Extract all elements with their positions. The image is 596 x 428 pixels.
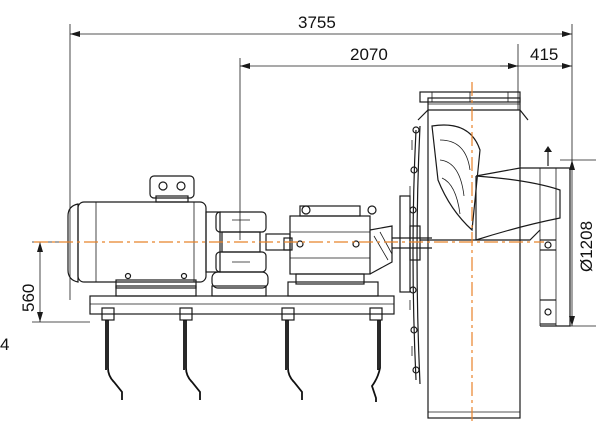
base-frame: [89, 281, 395, 315]
anchor-bolt-2: [179, 307, 201, 400]
fan-diameter-label: Ø1208: [577, 221, 596, 272]
centerlines: [34, 82, 544, 422]
anchor-bolts: [101, 307, 383, 402]
dimension-fan-diameter: Ø1208: [560, 159, 596, 327]
dimension-shaft-height: 560: [19, 241, 90, 323]
dimension-overall-length: 3755: [69, 13, 573, 300]
inlet-cone: [420, 146, 571, 327]
inlet-flange-bolts: [519, 146, 556, 325]
anchor-bolt-1: [101, 307, 123, 400]
fan-housing: [409, 91, 529, 419]
partial-left-label: 4: [0, 335, 9, 354]
housing-bolts: [409, 126, 420, 374]
inlet-offset-label: 415: [530, 45, 558, 64]
anchor-bolt-4: [369, 307, 383, 402]
electric-motor: [67, 175, 221, 289]
shaft-to-fan-label: 2070: [350, 45, 388, 64]
bearing-housing: [283, 205, 393, 285]
shaft-height-label: 560: [19, 284, 38, 312]
shaft: [392, 195, 432, 293]
motor-terminal-box: [149, 175, 195, 203]
anchor-bolt-3: [281, 307, 303, 400]
shaft-coupling: [211, 211, 291, 289]
dimension-shaft-to-fan: 2070: [239, 45, 518, 240]
overall-length-label: 3755: [298, 13, 336, 32]
dimension-inlet-offset: 415: [500, 44, 572, 110]
